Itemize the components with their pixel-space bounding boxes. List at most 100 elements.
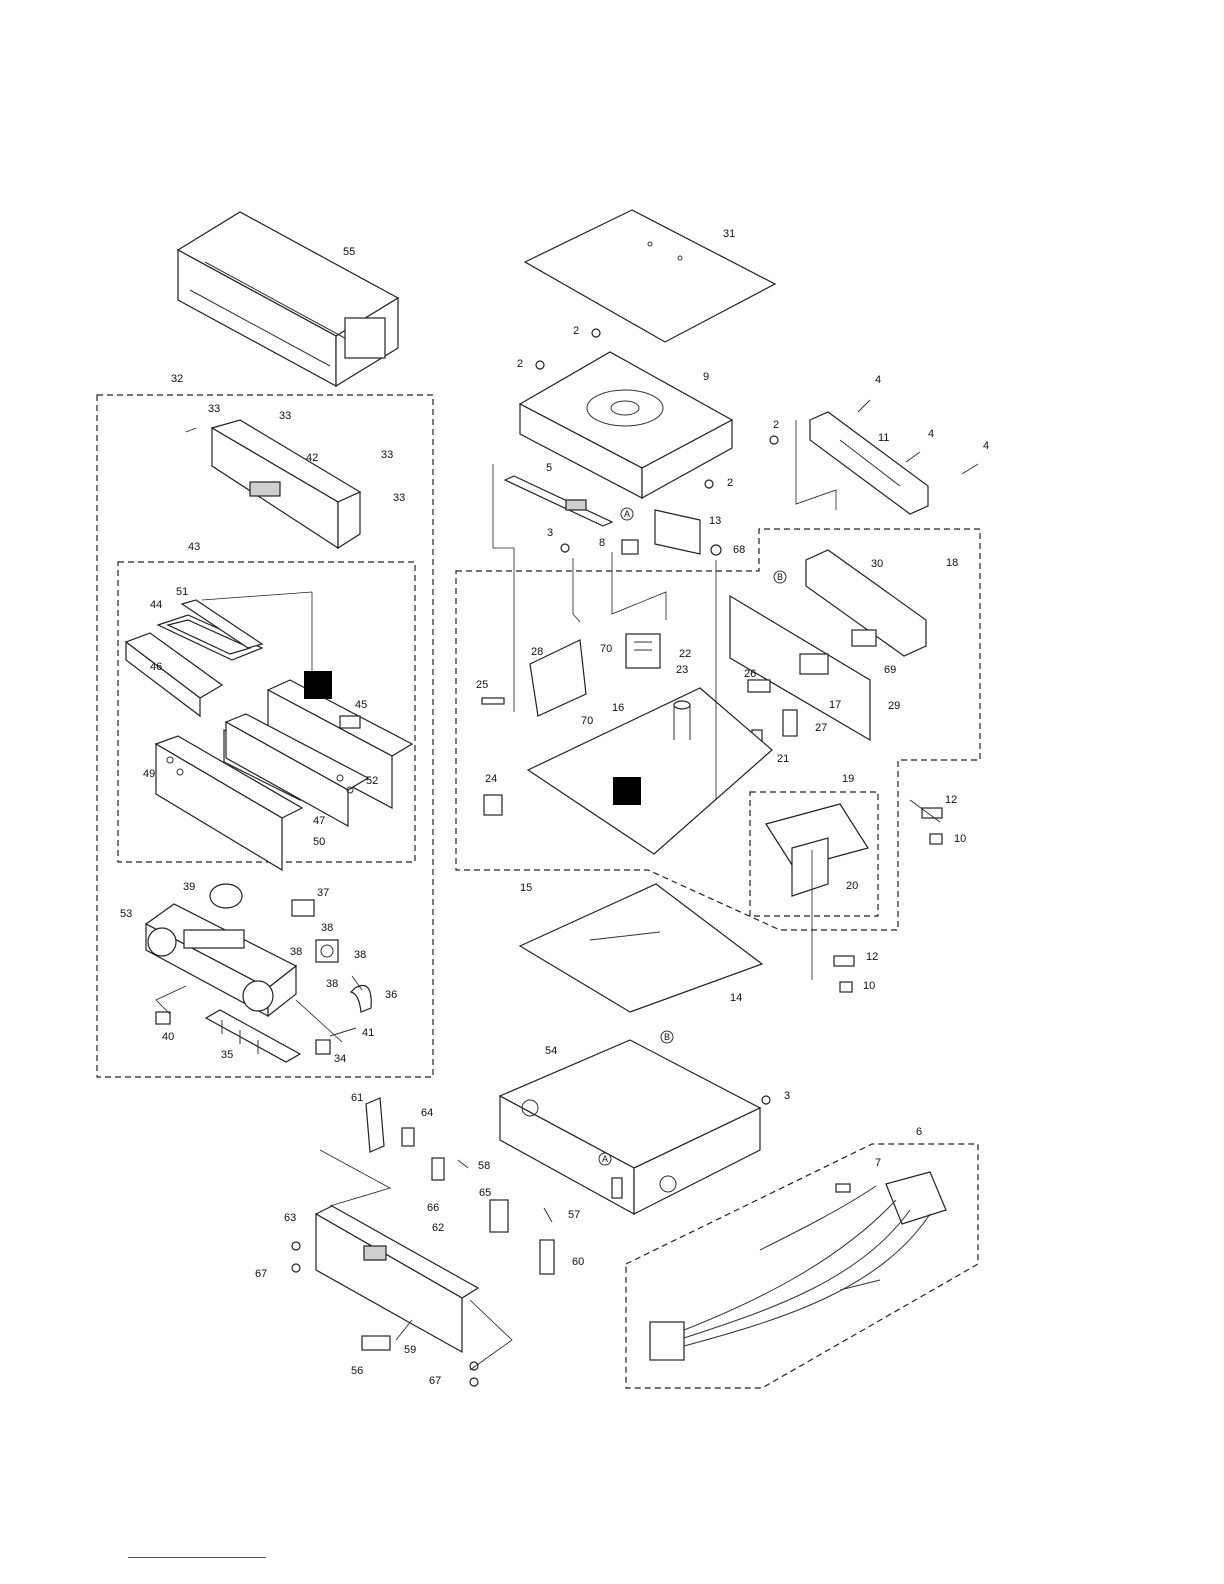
callout-13: 13 bbox=[709, 515, 721, 527]
marker-A-top: A bbox=[621, 508, 633, 520]
marker-B-bottom-label: B bbox=[664, 1032, 670, 1042]
callout-11: 11 bbox=[878, 432, 889, 444]
callout-22: 22 bbox=[679, 648, 691, 660]
part-31-top-cover bbox=[525, 210, 775, 342]
marker-B-bottom: B bbox=[661, 1031, 673, 1043]
callout-57: 57 bbox=[568, 1209, 580, 1221]
callout-63: 63 bbox=[284, 1212, 296, 1224]
callout-53: 53 bbox=[120, 908, 132, 920]
callout-62: 62 bbox=[432, 1222, 444, 1234]
part-14-insulator-sheet bbox=[520, 884, 762, 1012]
callout-56: 56 bbox=[351, 1365, 363, 1377]
part-53-faceplate bbox=[146, 904, 296, 1016]
part-36-knob bbox=[351, 986, 371, 1013]
part-8-connector bbox=[622, 540, 638, 554]
callout-31: 31 bbox=[723, 228, 735, 240]
callout-10: 10 bbox=[954, 833, 966, 845]
callout-2: 2 bbox=[773, 419, 779, 431]
part-42-panel-frame bbox=[212, 420, 360, 548]
callout-37: 37 bbox=[317, 887, 329, 899]
callout-19: 19 bbox=[842, 773, 854, 785]
callout-25: 25 bbox=[476, 679, 488, 691]
callout-70: 70 bbox=[600, 643, 612, 655]
footer-link-underline[interactable] bbox=[128, 1557, 266, 1558]
callout-2: 2 bbox=[727, 477, 733, 489]
callout-55: 55 bbox=[343, 246, 355, 258]
callout-54: 54 bbox=[545, 1045, 557, 1057]
callout-38: 38 bbox=[290, 946, 302, 958]
marker-B-top-label: B bbox=[777, 572, 783, 582]
callout-46: 46 bbox=[150, 661, 162, 673]
callout-23: 23 bbox=[676, 664, 688, 676]
callout-12: 12 bbox=[945, 794, 957, 806]
callout-26: 26 bbox=[744, 668, 756, 680]
callout-52: 52 bbox=[366, 775, 378, 787]
callout-2: 2 bbox=[517, 358, 523, 370]
callout-67: 67 bbox=[255, 1268, 267, 1280]
callout-59: 59 bbox=[404, 1344, 416, 1356]
callout-15: 15 bbox=[520, 882, 532, 894]
part-54-lower-chassis bbox=[500, 1040, 760, 1214]
part-25-connector bbox=[482, 698, 504, 704]
callout-61: 61 bbox=[351, 1092, 363, 1104]
callout-40: 40 bbox=[162, 1031, 174, 1043]
callout-69: 69 bbox=[884, 664, 896, 676]
callout-50: 50 bbox=[313, 836, 325, 848]
callout-49: 49 bbox=[143, 768, 155, 780]
callout-14: 14 bbox=[730, 992, 742, 1004]
callout-44: 44 bbox=[150, 599, 162, 611]
callout-66: 66 bbox=[427, 1202, 439, 1214]
callout-38: 38 bbox=[326, 978, 338, 990]
marker-A-top-label: A bbox=[624, 509, 630, 519]
part-6-wiring-harness bbox=[650, 1172, 946, 1360]
callout-43: 43 bbox=[188, 541, 200, 553]
callout-33: 33 bbox=[279, 410, 291, 422]
callout-68: 68 bbox=[733, 544, 745, 556]
callout-24: 24 bbox=[485, 773, 497, 785]
part-68-screw bbox=[711, 545, 721, 555]
part-main-pcb bbox=[484, 688, 772, 854]
part-65-57-60 bbox=[490, 1200, 554, 1274]
callout-4: 4 bbox=[928, 428, 934, 440]
part-30-bracket bbox=[806, 550, 926, 656]
part-62-faceplate-back bbox=[316, 1206, 478, 1352]
callout-60: 60 bbox=[572, 1256, 584, 1268]
callout-45: 45 bbox=[355, 699, 367, 711]
callout-4: 4 bbox=[983, 440, 989, 452]
part-5-ribbon bbox=[505, 476, 612, 526]
callout-3: 3 bbox=[547, 527, 553, 539]
marker-A-bottom-label: A bbox=[602, 1154, 608, 1164]
callout-67: 67 bbox=[429, 1375, 441, 1387]
callout-10: 10 bbox=[863, 980, 875, 992]
callout-36: 36 bbox=[385, 989, 397, 1001]
callout-64: 64 bbox=[421, 1107, 433, 1119]
callout-58: 58 bbox=[478, 1160, 490, 1172]
callout-47: 47 bbox=[313, 815, 325, 827]
callout-35: 35 bbox=[221, 1049, 233, 1061]
part-3b-screw bbox=[762, 1096, 770, 1104]
redaction-box bbox=[613, 777, 641, 805]
callout-65: 65 bbox=[479, 1187, 491, 1199]
part-37-switch bbox=[292, 900, 314, 916]
part-11-bracket bbox=[810, 412, 928, 514]
callout-30: 30 bbox=[871, 558, 883, 570]
callout-2: 2 bbox=[573, 325, 579, 337]
callout-9: 9 bbox=[703, 371, 709, 383]
callout-8: 8 bbox=[599, 537, 605, 549]
part-3-screw bbox=[561, 544, 569, 552]
callout-33: 33 bbox=[381, 449, 393, 461]
callout-18: 18 bbox=[946, 557, 958, 569]
callout-27: 27 bbox=[815, 722, 827, 734]
callout-34: 34 bbox=[334, 1053, 346, 1065]
part-40-switch bbox=[156, 1012, 170, 1024]
callout-38: 38 bbox=[354, 949, 366, 961]
callout-20: 20 bbox=[846, 880, 858, 892]
callout-21: 21 bbox=[777, 753, 789, 765]
callout-51: 51 bbox=[176, 586, 188, 598]
callout-3: 3 bbox=[784, 1090, 790, 1102]
part-61-64-66-58 bbox=[366, 1098, 468, 1180]
callout-16: 16 bbox=[612, 702, 624, 714]
part-39-knob bbox=[210, 884, 242, 908]
callout-12: 12 bbox=[866, 951, 878, 963]
